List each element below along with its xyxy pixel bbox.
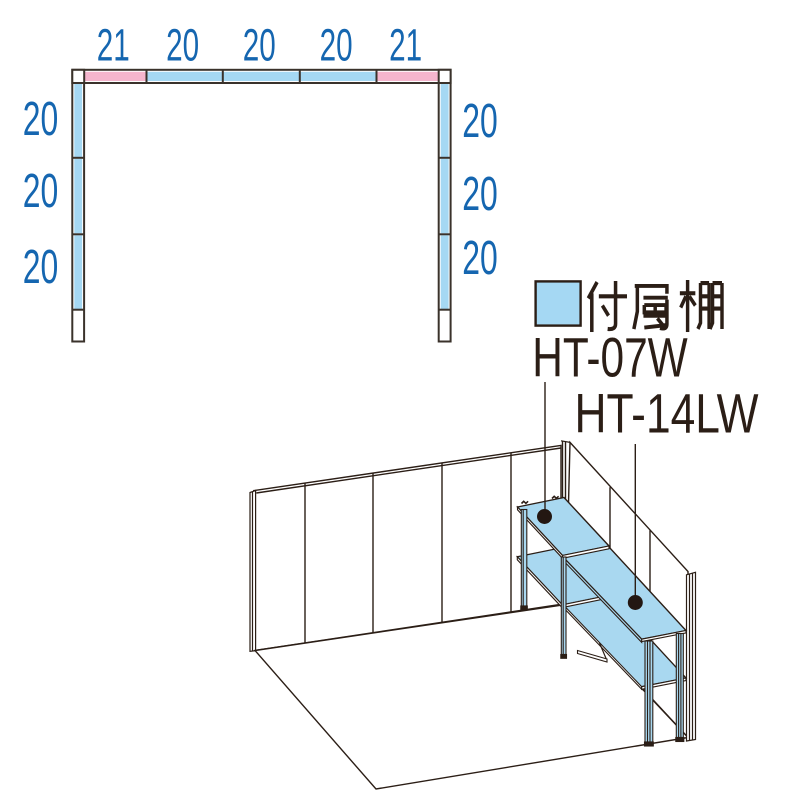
svg-text:20: 20 [462, 232, 498, 285]
svg-text:20: 20 [166, 19, 199, 70]
svg-text:HT-14LW: HT-14LW [575, 382, 759, 445]
svg-text:20: 20 [462, 168, 498, 221]
svg-text:20: 20 [243, 19, 276, 70]
svg-text:HT-07W: HT-07W [532, 325, 688, 388]
svg-text:21: 21 [389, 19, 422, 70]
svg-text:20: 20 [320, 19, 353, 70]
svg-text:20: 20 [23, 165, 59, 218]
svg-text:20: 20 [23, 93, 59, 146]
svg-text:20: 20 [462, 95, 498, 148]
svg-text:21: 21 [97, 19, 130, 70]
svg-text:20: 20 [23, 241, 59, 294]
